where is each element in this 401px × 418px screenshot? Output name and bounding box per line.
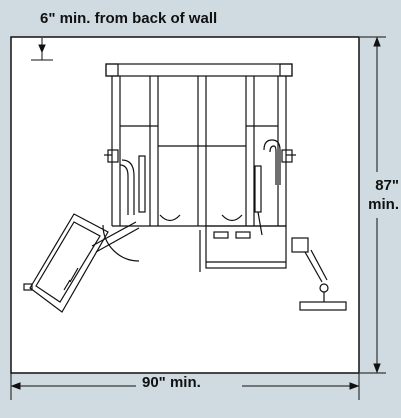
right-arm-pedal [291, 237, 347, 311]
back-clearance-label: 6" min. from back of wall [40, 10, 218, 27]
depth-label-line2: min. [368, 196, 399, 213]
right-cable-chain [254, 139, 293, 236]
depth-dimension-line [360, 36, 386, 374]
depth-label-line1: 87" [375, 177, 399, 194]
room-outline [10, 36, 360, 374]
width-dimension-line [10, 373, 360, 400]
back-clearance-marker [31, 38, 53, 61]
control-module [199, 225, 287, 272]
left-cable-chain [107, 149, 146, 215]
left-swing-arm [23, 213, 140, 313]
depth-dimension-label: 87" min. [368, 176, 399, 214]
width-dimension-label: 90" min. [136, 374, 207, 391]
